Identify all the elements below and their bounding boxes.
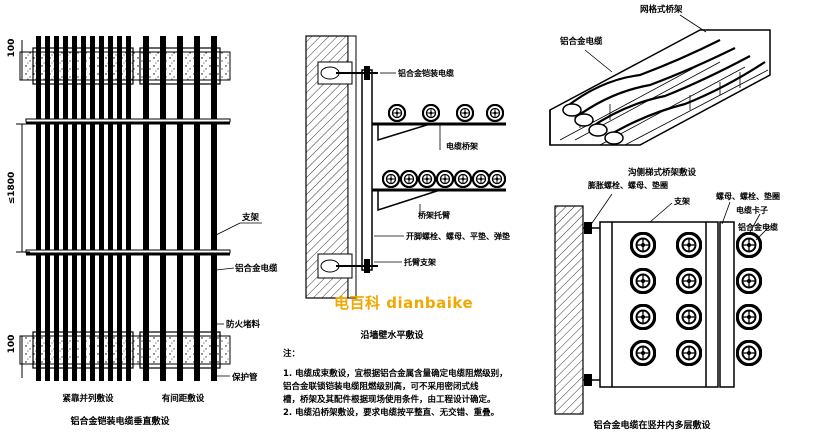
protective-sleeves	[32, 47, 221, 369]
label-tray-bracket: 桥架托臂	[418, 210, 450, 220]
label-shaft-support: 支架	[673, 196, 690, 206]
label-expansion-bolts: 膨胀螺栓、螺母、垫圈	[587, 180, 668, 190]
cable-bundle-tight	[36, 36, 131, 381]
figure-vertical-laying: 100 ≤1800 100 支架 铝合金电缆 防火堵料 保护管 紧靠并列敷设 有…	[7, 36, 278, 427]
support-bars	[26, 121, 230, 256]
label-fireproof-sealant: 防火堵料	[226, 319, 261, 330]
caption-tight-laying: 紧靠并列敷设	[62, 393, 114, 404]
note-line: 槽，桥架及其配件根据现场使用条件，由工程设计确定。	[283, 395, 496, 405]
anchor-bolt-bottom	[317, 253, 378, 279]
bracket-channel	[361, 69, 373, 271]
dimension-lines	[16, 40, 30, 378]
ladder-frame	[583, 221, 735, 388]
fig2-title: 沿墙壁水平敷设	[360, 329, 424, 341]
fig1-title: 铝合金铠装电缆垂直敷设	[70, 415, 170, 427]
tray-lower	[372, 170, 506, 212]
cable-coils	[564, 39, 766, 137]
figure-wall-horizontal: 铝合金铠装电缆 电缆桥架 桥架托臂 开脚螺栓、螺母、平垫、弹垫 托臂支架 沿墙壁…	[305, 35, 510, 341]
dim-top-label: 100	[7, 39, 17, 58]
note-line: 1. 电缆成束敷设，宜根据铝合金属含量确定电缆阻燃级别，	[283, 369, 508, 379]
label-bracket-support: 托臂支架	[404, 257, 436, 267]
label-cable-clip: 电缆卡子	[736, 205, 768, 215]
note-line: 2. 电缆沿桥架敷设，要求电缆按平整直、无交错、重叠。	[283, 408, 500, 418]
cable-bundle-spaced	[143, 36, 217, 381]
note-line: 铝合金联锁铠装电缆阻燃级别高，可不采用密闭式线	[283, 382, 479, 392]
label-support: 支架	[241, 212, 260, 223]
notes-heading: 注：	[283, 349, 301, 359]
dim-mid-label: ≤1800	[7, 172, 17, 205]
label-nut-bolt-washer: 螺母、螺栓、垫圈	[716, 191, 780, 201]
label-cable-tray: 电缆桥架	[446, 141, 478, 151]
label-mesh-tray: 网格式桥架	[640, 4, 683, 15]
caption-spaced-laying: 有间距敷设	[162, 393, 205, 404]
label-alloy-cable-mesh: 铝合金电缆	[560, 36, 603, 47]
label-armored-cable: 铝合金铠装电缆	[398, 68, 454, 78]
watermark: 电百科 dianbaike	[334, 294, 474, 312]
label-alloy-cable-shaft: 铝合金电缆	[738, 222, 778, 232]
label-protective-sleeve: 保护管	[231, 372, 258, 383]
dim-bottom-label: 100	[7, 335, 17, 354]
notes-list: 1. 电缆成束敷设，宜根据铝合金属含量确定电缆阻燃级别， 铝合金联锁铠装电缆阻燃…	[283, 368, 508, 420]
figure-mesh-tray: 铝合金电缆 网格式桥架	[549, 4, 771, 146]
anchor-bolt-top	[317, 61, 378, 85]
fig4-title: 沟侧梯式桥架敷设	[628, 167, 697, 178]
figure-shaft-multilayer: 沟侧梯式桥架敷设 膨胀螺栓、螺母、垫圈 支架 螺母、螺栓、垫圈 电缆卡子 铝合金…	[554, 167, 780, 431]
label-fasteners: 开脚螺栓、螺母、平垫、弹垫	[406, 231, 510, 241]
cable-cross-sections	[630, 232, 762, 366]
fig4-caption: 铝合金电缆在竖井内多层敷设	[593, 419, 711, 431]
label-alloy-cable: 铝合金电缆	[235, 263, 278, 274]
tray-upper	[372, 104, 506, 142]
shaft-wall	[554, 205, 584, 415]
